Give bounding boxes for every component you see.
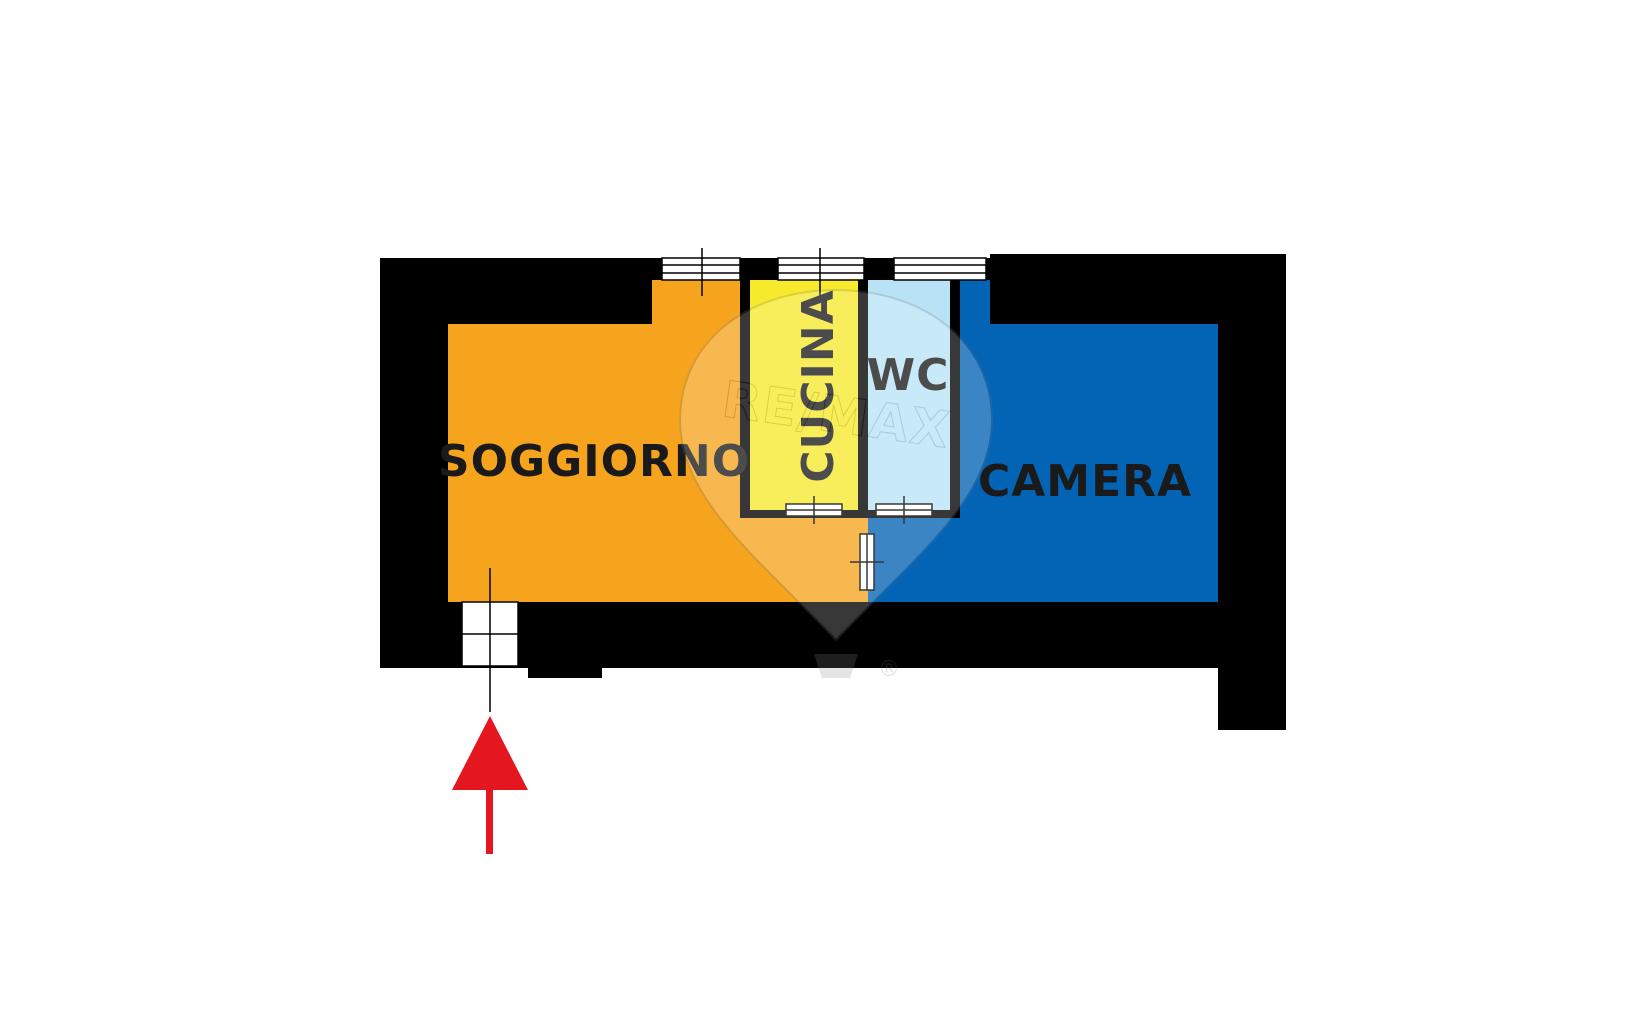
door-camera (850, 533, 884, 591)
wall-bottom-right-extension (1218, 640, 1286, 730)
window-top-cucina (777, 248, 865, 296)
label-wc: WC (867, 350, 950, 401)
room-camera (868, 280, 1218, 602)
watermark: RE/MAX ® (678, 288, 994, 682)
room-cucina (750, 280, 858, 510)
window-top-soggiorno (661, 248, 741, 296)
door-entrance (461, 568, 519, 712)
label-camera: CAMERA (978, 456, 1192, 507)
door-wc (875, 496, 933, 524)
door-cucina (785, 496, 843, 524)
hot-air-balloon-logo (678, 288, 994, 642)
wall-bottom-step (528, 662, 602, 678)
watermark-registered: ® (878, 657, 900, 682)
label-cucina: CUCINA (793, 289, 844, 483)
balloon-basket (814, 654, 858, 678)
openings (461, 248, 987, 712)
rooms (448, 280, 1218, 602)
label-soggiorno: SOGGIORNO (438, 436, 750, 487)
wall-top-right (990, 254, 1286, 264)
room-wc (868, 280, 950, 510)
room-soggiorno (448, 280, 868, 602)
window-top-wc (893, 257, 987, 281)
entrance-arrow-icon (452, 716, 528, 854)
